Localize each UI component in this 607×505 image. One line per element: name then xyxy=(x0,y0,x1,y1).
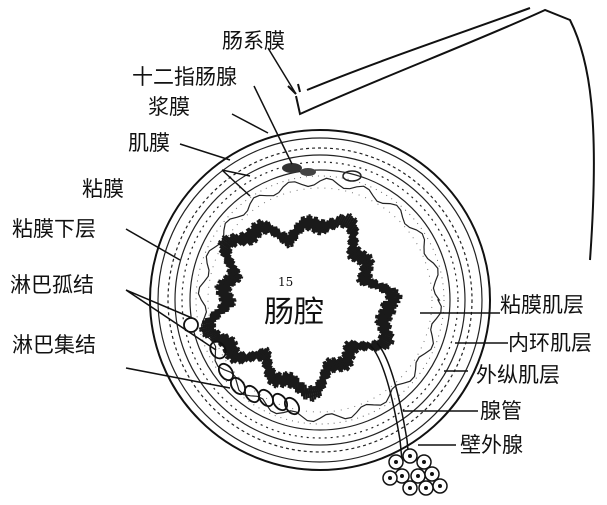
label-serosa: 浆膜 xyxy=(148,95,190,119)
label-mucosa: 粘膜 xyxy=(82,177,124,201)
villus xyxy=(296,376,297,393)
gland-lobule-lumen xyxy=(408,454,412,458)
label-duodenal-gland: 十二指肠腺 xyxy=(132,65,237,89)
villus xyxy=(219,299,236,300)
leader-mesentery xyxy=(268,48,296,94)
villus xyxy=(386,298,403,299)
label-lumen-number: 15 xyxy=(278,275,293,289)
villus xyxy=(385,296,403,297)
leader-duodenal-gland xyxy=(254,86,292,164)
gland-lobule-lumen xyxy=(408,486,412,490)
label-mesentery: 肠系膜 xyxy=(222,29,285,53)
villus xyxy=(303,216,304,232)
villus xyxy=(306,385,307,400)
label-extramural-gland: 壁外腺 xyxy=(460,433,523,457)
villus xyxy=(218,305,236,306)
villus xyxy=(305,218,306,228)
label-muscularis-mucosae: 粘膜肌层 xyxy=(500,293,584,317)
label-lumen: 肠腔 xyxy=(264,295,324,330)
gland-lobule-lumen xyxy=(438,484,442,488)
gland-lobule-lumen xyxy=(422,460,426,464)
villus xyxy=(304,382,305,399)
villus xyxy=(386,294,399,295)
label-outer-longitudinal-layer: 外纵肌层 xyxy=(476,363,560,387)
label-muscularis: 肌膜 xyxy=(128,131,170,155)
leader-serosa xyxy=(232,114,268,133)
villus xyxy=(380,305,398,306)
gland-lobule-lumen xyxy=(400,474,404,478)
leader-muscularis xyxy=(180,144,230,160)
label-gland-duct: 腺管 xyxy=(480,399,522,423)
leader-aggregated-nodules xyxy=(126,368,230,388)
label-aggregated-lymph-nodules: 淋巴集结 xyxy=(12,333,96,357)
gland-lobule-lumen xyxy=(416,474,420,478)
gland-lobule-lumen xyxy=(424,486,428,490)
gland-lobule-lumen xyxy=(430,472,434,476)
extramural-gland xyxy=(383,449,447,495)
villus xyxy=(297,223,298,240)
gland-lobule-lumen xyxy=(394,460,398,464)
label-inner-circular-layer: 内环肌层 xyxy=(508,331,592,355)
label-solitary-lymph-nodule: 淋巴孤结 xyxy=(10,273,94,297)
gland-lobule-lumen xyxy=(388,476,392,480)
label-submucosa: 粘膜下层 xyxy=(12,217,96,241)
villus xyxy=(308,388,309,398)
leader-solitary-nodule xyxy=(126,290,216,350)
